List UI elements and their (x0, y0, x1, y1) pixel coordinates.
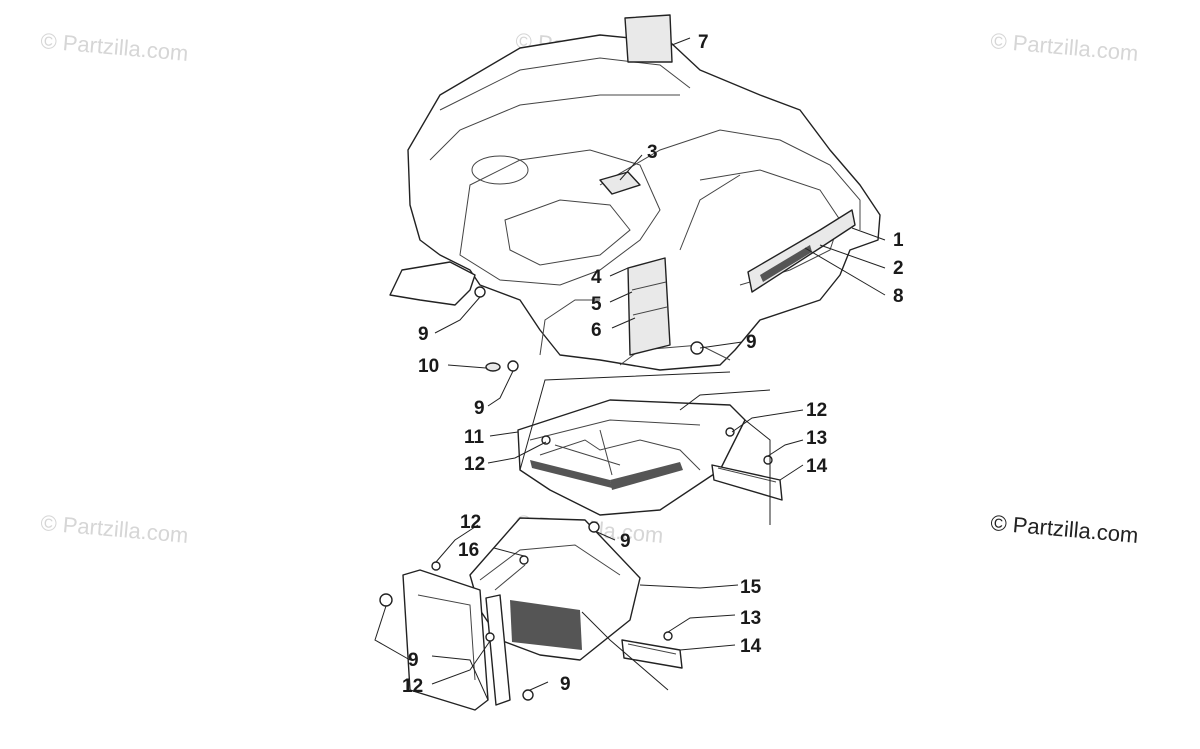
callout-4: 4 (591, 267, 602, 288)
callout-5: 5 (591, 294, 602, 315)
callout-6: 6 (591, 320, 602, 341)
callout-7: 7 (698, 32, 709, 53)
callout-1: 1 (893, 230, 904, 251)
callout-13-b: 13 (740, 608, 761, 629)
watermark-top-left: © Partzilla.com (40, 28, 190, 66)
screw-13-upper (763, 455, 773, 465)
callout-12-c: 12 (460, 512, 481, 533)
fastener-12-lower-bottom (485, 632, 495, 642)
callout-2: 2 (893, 258, 904, 279)
fastener-9-lower-left (379, 593, 393, 607)
watermark-mid-right: © Partzilla.com (990, 510, 1140, 548)
callout-9-f: 9 (560, 674, 571, 695)
fastener-12-footwell (541, 435, 551, 445)
callout-16: 16 (458, 540, 479, 561)
watermark-top-right: © Partzilla.com (990, 28, 1140, 66)
screw-13-lower (663, 631, 673, 641)
lower-mount-strap (485, 594, 511, 706)
callout-9-b: 9 (746, 332, 757, 353)
callout-14-a: 14 (806, 456, 828, 477)
callout-3: 3 (647, 142, 658, 163)
callout-9-d: 9 (620, 531, 631, 552)
decal-7 (624, 14, 673, 63)
callout-12-b: 12 (806, 400, 827, 421)
fastener-9-lower (507, 360, 519, 372)
footwell-11 (517, 399, 746, 516)
leader-lines (374, 37, 886, 701)
callout-15: 15 (740, 577, 762, 598)
left-mount-tab (389, 261, 476, 306)
callout-11: 11 (464, 427, 485, 448)
callout-9-a: 9 (418, 324, 429, 345)
callout-8: 8 (893, 286, 904, 307)
fastener-16 (519, 555, 529, 565)
callout-9-e: 9 (408, 650, 419, 671)
decal-3 (599, 171, 641, 195)
fastener-9-lower-right (588, 521, 600, 533)
callout-10: 10 (418, 356, 439, 377)
callout-12-a: 12 (464, 454, 485, 475)
washer-10 (485, 362, 501, 372)
watermark-mid-left: © Partzilla.com (40, 510, 190, 548)
foot-grip-14-upper (711, 464, 783, 501)
footwell-15 (469, 517, 641, 661)
fastener-12-lower-top (431, 561, 441, 571)
decal-4-5-6 (627, 257, 671, 356)
callout-13-a: 13 (806, 428, 827, 449)
fastener-12-right (725, 427, 735, 437)
callout-12-d: 12 (402, 676, 423, 697)
callout-14-b: 14 (740, 636, 762, 657)
decal-2-stripe (760, 245, 812, 282)
callout-9-c: 9 (474, 398, 485, 419)
fastener-9-bottom (522, 689, 534, 701)
fastener-9-left (474, 286, 486, 298)
